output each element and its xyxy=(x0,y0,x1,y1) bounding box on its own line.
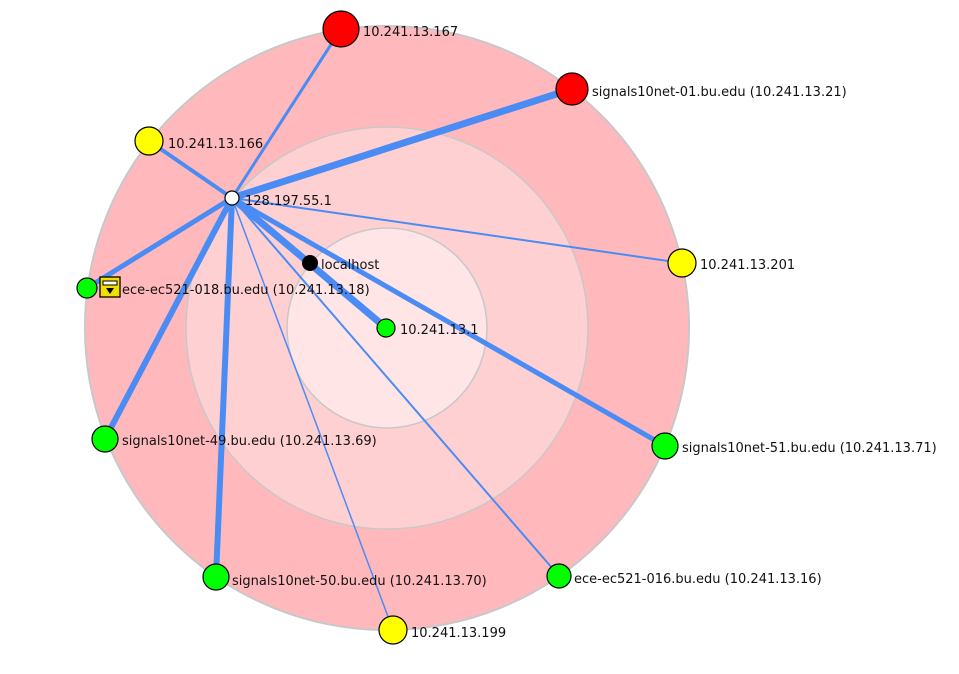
node-n167[interactable]: 10.241.13.167 xyxy=(322,10,458,48)
node-label: ece-ec521-016.bu.edu (10.241.13.16) xyxy=(574,572,822,587)
link-hub-n69 xyxy=(102,195,235,442)
node-n166[interactable]: 10.241.13.166 xyxy=(134,126,263,156)
node-label: signals10net-50.bu.edu (10.241.13.70) xyxy=(232,574,487,589)
links xyxy=(84,27,683,631)
link-hub-n199 xyxy=(231,197,394,631)
node-n1[interactable]: 10.241.13.1 xyxy=(376,318,479,338)
link-hub-n167 xyxy=(230,27,343,200)
status-yellow-icon xyxy=(378,615,408,645)
localhost-label: localhost xyxy=(321,258,379,273)
node-n18[interactable]: ece-ec521-018.bu.edu (10.241.13.18) xyxy=(76,276,370,299)
link-hub-n21 xyxy=(228,85,576,202)
status-green-icon xyxy=(546,563,572,589)
link-hub-n16 xyxy=(231,197,560,577)
status-green-icon xyxy=(76,277,98,299)
node-label: signals10net-49.bu.edu (10.241.13.69) xyxy=(122,434,377,449)
node-n69[interactable]: signals10net-49.bu.edu (10.241.13.69) xyxy=(91,425,377,453)
node-n70[interactable]: signals10net-50.bu.edu (10.241.13.70) xyxy=(202,563,487,591)
node-n16[interactable]: ece-ec521-016.bu.edu (10.241.13.16) xyxy=(546,563,822,589)
status-yellow-icon xyxy=(134,126,164,156)
status-green-icon xyxy=(651,432,679,460)
link-hub-n166 xyxy=(147,139,234,200)
status-yellow-icon xyxy=(667,248,697,278)
status-red-icon xyxy=(555,72,589,106)
localhost-icon xyxy=(302,255,318,271)
status-red-icon xyxy=(322,10,360,48)
node-label: 10.241.13.166 xyxy=(168,137,263,152)
status-green-icon xyxy=(91,425,119,453)
node-label: signals10net-51.bu.edu (10.241.13.71) xyxy=(682,441,937,456)
node-label: signals10net-01.bu.edu (10.241.13.21) xyxy=(592,85,847,100)
node-label: ece-ec521-018.bu.edu (10.241.13.18) xyxy=(122,283,370,298)
node-n71[interactable]: signals10net-51.bu.edu (10.241.13.71) xyxy=(651,432,937,460)
hub-node[interactable]: 128.197.55.1 xyxy=(224,190,332,209)
node-label: 10.241.13.201 xyxy=(700,258,795,273)
link-hub-n71 xyxy=(229,195,668,449)
node-n201[interactable]: 10.241.13.201 xyxy=(667,248,795,278)
hub-label: 128.197.55.1 xyxy=(245,194,332,209)
node-n199[interactable]: 10.241.13.199 xyxy=(378,615,506,645)
link-hub-n70 xyxy=(213,195,235,580)
status-green-icon xyxy=(376,318,396,338)
link-hub-n201 xyxy=(231,197,683,264)
lock-icon xyxy=(99,276,121,298)
node-label: 10.241.13.199 xyxy=(411,626,506,641)
router-icon xyxy=(224,190,240,206)
localhost-node[interactable]: localhost xyxy=(302,255,379,273)
node-label: 10.241.13.167 xyxy=(363,25,458,40)
node-label: 10.241.13.1 xyxy=(400,323,479,338)
node-n21[interactable]: signals10net-01.bu.edu (10.241.13.21) xyxy=(555,72,847,106)
status-green-icon xyxy=(202,563,230,591)
link-hub-n18 xyxy=(84,195,235,291)
